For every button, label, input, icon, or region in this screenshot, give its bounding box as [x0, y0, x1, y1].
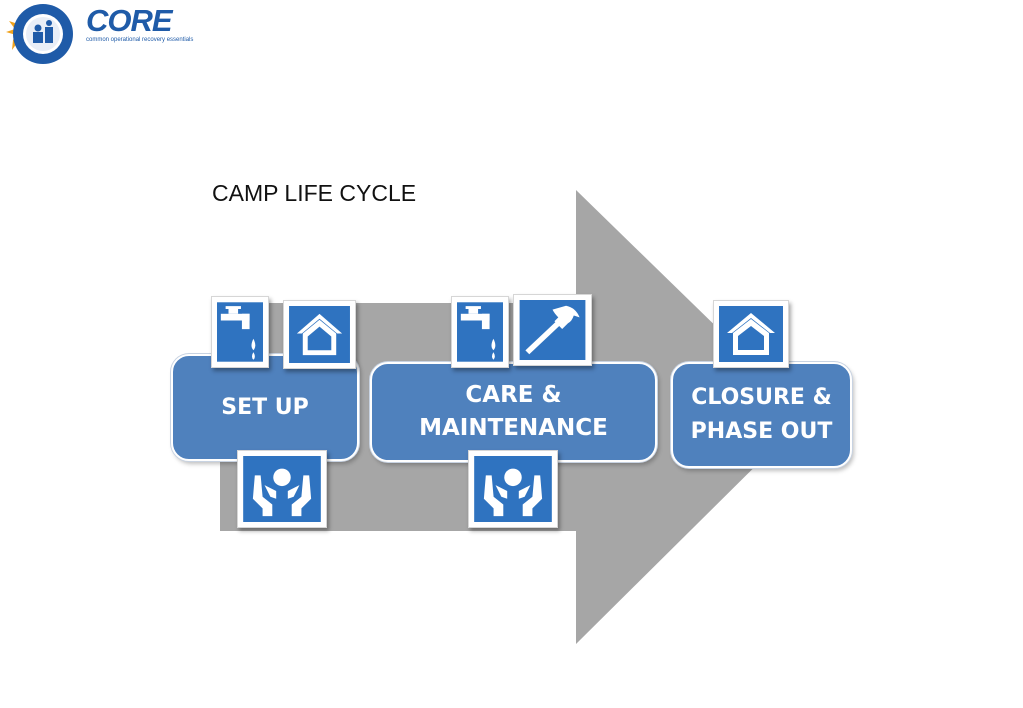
logo-tagline: common operational recovery essentials — [86, 37, 194, 43]
protecting-hands-icon — [468, 450, 558, 528]
hammer-icon — [513, 294, 592, 366]
stage-set-up: SET UP — [171, 354, 359, 461]
stage-closure-phase-out: CLOSURE & PHASE OUT — [671, 362, 852, 468]
water-tap-icon — [211, 296, 269, 368]
house-icon — [713, 300, 789, 368]
stage-care-maintenance: CARE & MAINTENANCE — [370, 362, 657, 462]
core-seal-icon — [6, 4, 73, 64]
core-logo: CORE common operational recovery essenti… — [0, 0, 200, 68]
water-tap-icon — [451, 296, 509, 368]
diagram-title: CAMP LIFE CYCLE — [212, 180, 417, 206]
logo-wordmark: CORE — [86, 3, 173, 38]
protecting-hands-icon — [237, 450, 327, 528]
house-icon — [283, 300, 356, 369]
